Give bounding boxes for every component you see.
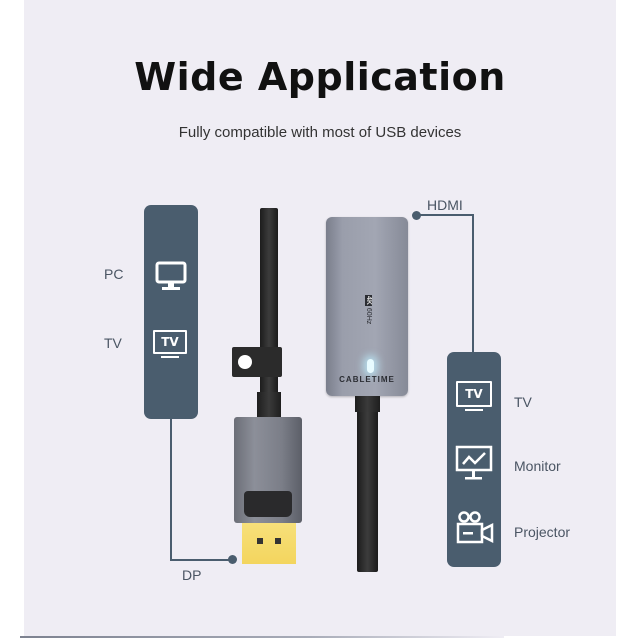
monitor-chart-icon — [455, 445, 493, 480]
tv-icon-text: TV — [153, 330, 187, 354]
hdmi-connector-line-vertical — [472, 214, 474, 354]
hdmi-strain-relief — [355, 396, 380, 412]
panel-bottom-edge — [20, 636, 504, 638]
projector-camera-icon — [456, 511, 494, 544]
dp-label: DP — [182, 567, 202, 583]
hdmi-label: HDMI — [427, 197, 463, 213]
right-item-tv-label: TV — [514, 394, 532, 410]
left-item-pc-label: PC — [104, 266, 124, 282]
left-device-bar — [144, 205, 198, 419]
adapter-spec-text: 4K 60Hz — [358, 295, 372, 335]
page-subtitle: Fully compatible with most of USB device… — [178, 124, 462, 141]
right-item-monitor-label: Monitor — [514, 458, 561, 474]
dp-plug-gold — [242, 523, 296, 564]
adapter-brand: CABLETIME — [339, 375, 395, 384]
tv-icon: TV — [153, 330, 189, 360]
status-led — [367, 359, 374, 373]
tv-icon-text: TV — [456, 381, 492, 407]
hdmi-cable — [357, 412, 378, 572]
dp-connector-line-vertical — [170, 418, 172, 561]
adapter-4k-badge: 4K — [365, 295, 372, 306]
right-item-projector-label: Projector — [514, 524, 571, 540]
page-title: Wide Application — [134, 55, 506, 99]
tv-icon: TV — [456, 381, 492, 413]
hdmi-adapter-body: 4K 60Hz CABLETIME — [326, 217, 408, 396]
background-panel — [24, 0, 616, 636]
dp-connector-dot — [228, 555, 237, 564]
dp-connector-line-horizontal — [170, 559, 232, 561]
dp-connector-housing — [234, 417, 302, 523]
hdmi-connector-line-horizontal — [416, 214, 474, 216]
adapter-spec: 60Hz — [365, 307, 372, 325]
desktop-monitor-icon — [155, 261, 187, 290]
left-item-tv-label: TV — [104, 335, 122, 351]
cable-tie-clip — [232, 347, 282, 377]
dp-strain-relief — [257, 392, 281, 418]
dp-logo-plate — [244, 491, 292, 517]
